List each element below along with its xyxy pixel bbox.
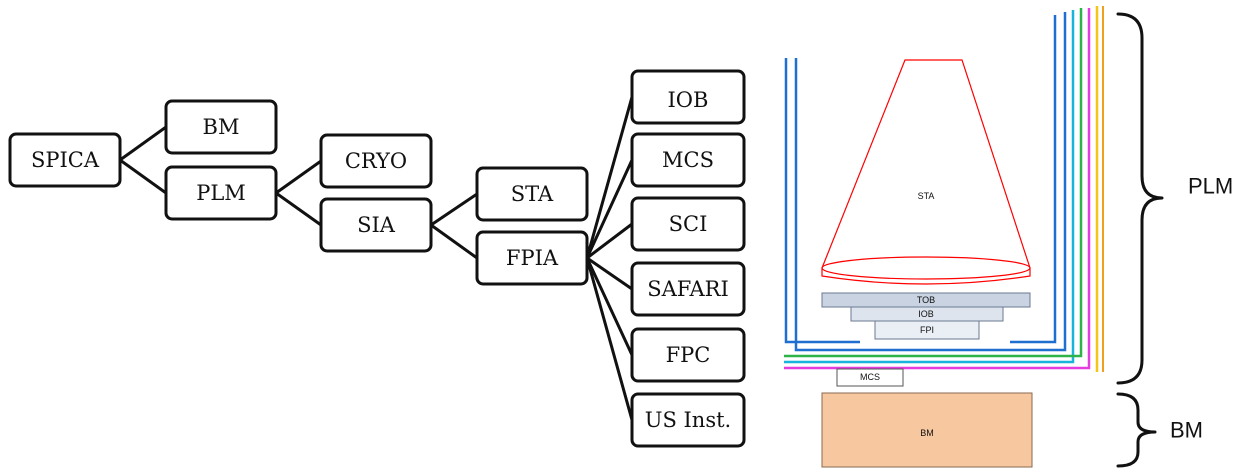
- product-tree: SPICA BM PLM CRYO SIA STA FPIA IOB: [8, 69, 746, 448]
- tob-label: TOB: [917, 295, 935, 305]
- node-sci: SCI: [630, 196, 746, 252]
- node-fpia: FPIA: [475, 230, 589, 286]
- telescope-rim: [821, 256, 1031, 280]
- node-fpc-box: [630, 327, 746, 383]
- shield-inner-blue-right: [1010, 15, 1057, 344]
- bus-module: BM: [821, 392, 1033, 468]
- telescope-outline: [821, 59, 1031, 285]
- node-sia: SIA: [319, 197, 433, 253]
- node-mcs-box: [630, 132, 746, 188]
- node-iob-label: IOB: [668, 88, 709, 112]
- node-safari: SAFARI: [630, 261, 746, 317]
- node-us-inst-box: [630, 392, 746, 448]
- shield-green: [784, 8, 1083, 358]
- node-sta: STA: [475, 166, 589, 222]
- connector-plm-cryo: [274, 159, 323, 195]
- plm-brace: PLM: [1116, 12, 1233, 385]
- node-cryo-box: [319, 133, 433, 189]
- node-bm-box: [164, 99, 278, 155]
- payload-schematic: STA TOB IOB FPI MCS BM PLM BM: [784, 6, 1233, 468]
- optical-benches: TOB IOB FPI: [821, 292, 1031, 340]
- connector-fpia-us_inst: [585, 256, 634, 422]
- node-spica-label: SPICA: [31, 148, 100, 172]
- shield-inner-blue: [784, 58, 860, 344]
- bm-brace: BM: [1116, 392, 1203, 468]
- node-cryo: CRYO: [319, 133, 433, 189]
- tree-connectors: [118, 95, 634, 422]
- bm-block-label: BM: [920, 428, 934, 438]
- plm-brace-shape: [1116, 12, 1164, 385]
- node-sta-label: STA: [511, 182, 554, 206]
- node-sia-box: [319, 197, 433, 253]
- node-us-inst: US Inst.: [630, 392, 746, 448]
- node-plm: PLM: [164, 165, 278, 221]
- node-mcs: MCS: [630, 132, 746, 188]
- connector-sia-sta: [429, 192, 479, 227]
- telescope-cone: STA: [821, 59, 1031, 285]
- connector-spica-plm: [118, 158, 168, 195]
- node-iob-box: [630, 69, 746, 125]
- node-fpc: FPC: [630, 327, 746, 383]
- connector-fpia-mcs: [585, 158, 634, 260]
- node-spica: SPICA: [8, 132, 122, 188]
- node-us-inst-label: US Inst.: [645, 408, 731, 432]
- iob-label: IOB: [918, 309, 934, 319]
- bm-block: [821, 392, 1033, 468]
- node-iob: IOB: [630, 69, 746, 125]
- node-sta-box: [475, 166, 589, 222]
- node-spica-box: [8, 132, 122, 188]
- connector-fpia-safari: [585, 256, 634, 291]
- node-bm-label: BM: [203, 115, 240, 139]
- node-cryo-label: CRYO: [345, 149, 407, 173]
- connector-fpia-fpc: [585, 256, 634, 357]
- bm-brace-shape: [1116, 392, 1157, 468]
- node-plm-label: PLM: [196, 181, 246, 205]
- node-safari-box: [630, 261, 746, 317]
- mcs-unit: MCS: [836, 368, 904, 387]
- shield-magenta: [784, 8, 1091, 370]
- sta-label: STA: [918, 191, 935, 201]
- fpi-box: [874, 320, 980, 340]
- connector-sia-fpia: [429, 223, 479, 260]
- node-safari-label: SAFARI: [647, 277, 729, 301]
- connector-fpia-iob: [585, 95, 634, 260]
- mcs-label: MCS: [860, 372, 880, 382]
- connector-plm-sia: [274, 191, 323, 227]
- bm-brace-label: BM: [1170, 418, 1203, 443]
- thermal-shields: [784, 6, 1104, 372]
- shield-outer-blue: [794, 12, 1067, 352]
- plm-brace-label: PLM: [1188, 174, 1233, 199]
- node-fpc-label: FPC: [666, 343, 711, 367]
- connector-spica-bm: [118, 125, 168, 162]
- mcs-box: [836, 368, 904, 387]
- node-sci-box: [630, 196, 746, 252]
- node-bm: BM: [164, 99, 278, 155]
- node-fpia-label: FPIA: [506, 246, 559, 270]
- node-plm-box: [164, 165, 278, 221]
- connector-fpia-sci: [585, 222, 634, 260]
- node-sia-label: SIA: [357, 213, 396, 237]
- node-mcs-label: MCS: [662, 148, 714, 172]
- node-sci-label: SCI: [669, 212, 708, 236]
- fpi-label: FPI: [920, 325, 934, 335]
- node-fpia-box: [475, 230, 589, 286]
- shield-cyan: [784, 10, 1075, 364]
